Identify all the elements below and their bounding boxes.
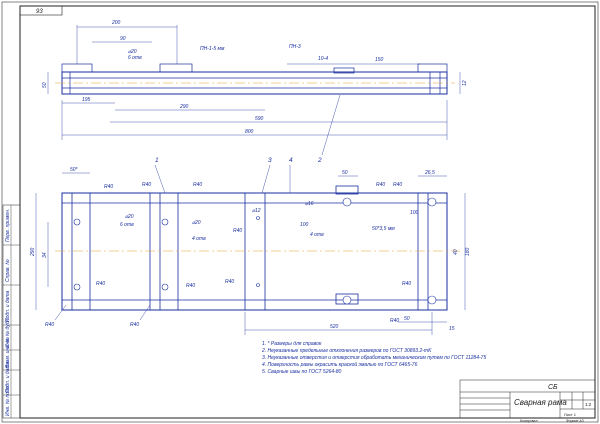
weld-note-a: ПН-1-5 мм	[200, 46, 225, 52]
lug-right	[417, 63, 448, 73]
side-strip: Перв. примен. Справ. № Подп. и дата Инв.…	[2, 204, 21, 419]
position-2: 2	[317, 157, 322, 164]
note-line: 2. Неуказанные предельные отклонения раз…	[261, 348, 432, 354]
side-strip-label: Инв. № дубл.	[5, 317, 11, 348]
dim-100b: 100	[410, 210, 419, 216]
side-strip-label: Справ. №	[5, 259, 11, 282]
position-4: 4	[289, 157, 293, 164]
dim-12: 12	[462, 80, 468, 86]
plan-view-dimensions	[35, 94, 466, 335]
sheet-label: Лист 1	[564, 412, 577, 417]
radius-mid: R40	[233, 228, 242, 234]
radius-top: R40	[376, 182, 385, 188]
dim-520: 520	[330, 324, 339, 330]
bracket-top	[335, 185, 359, 195]
plan-view	[61, 185, 448, 311]
corner-stamp: 93	[36, 9, 43, 15]
hole-count-4b: 4 отв	[310, 232, 324, 238]
dim-50c: 50	[404, 316, 410, 322]
doc-title: Сварная рама	[514, 398, 567, 407]
radius-top: R40	[104, 184, 113, 190]
side-strip-label: Подп. и дата	[5, 290, 11, 322]
hole-count-4a: 4 отв	[192, 236, 206, 242]
dim-200: 200	[111, 20, 121, 26]
bracket-small	[333, 67, 355, 74]
hole-dia-a: ⌀20	[125, 214, 134, 220]
cross-member-1	[61, 192, 91, 311]
copied-label: Копировал	[520, 419, 538, 423]
top-view-dimensions	[47, 25, 461, 140]
side-strip-label: Инв. № подл.	[5, 385, 11, 416]
hole	[161, 283, 169, 291]
weld-note-b: ПН-3	[289, 44, 301, 50]
dim-34: 34	[42, 252, 48, 258]
corner-stamp-box	[19, 5, 63, 16]
radius-top: R40	[393, 182, 402, 188]
radius-bottom: R40	[186, 283, 195, 289]
note-line: 4. Поверхность рамы окрасить краской эма…	[262, 361, 418, 368]
dim-100a: 100	[300, 222, 309, 228]
hole-dia-12: ⌀12	[252, 208, 261, 214]
hole	[342, 197, 352, 207]
dim-15: 15	[449, 326, 455, 332]
hole	[73, 283, 81, 291]
lug-mid	[159, 63, 193, 73]
hole	[427, 197, 437, 207]
dim-hole: ⌀20	[128, 49, 137, 55]
dim-90: 90	[120, 36, 126, 42]
hole-dia-b: ⌀20	[192, 220, 201, 226]
hole	[256, 216, 260, 220]
dim-800: 800	[245, 129, 254, 135]
dim-290: 290	[179, 104, 189, 110]
note-line: 5. Сварные швы по ГОСТ 5264-80	[262, 369, 341, 375]
hole-count-6: 6 отв	[120, 222, 134, 228]
position-1: 1	[155, 157, 159, 164]
dim-195: 195	[82, 97, 91, 103]
radius-top: R40	[142, 182, 151, 188]
technical-notes: 1. * Размеры для справок 2. Неуказанные …	[261, 341, 486, 375]
dim-150: 150	[375, 57, 384, 63]
cross-member-3	[244, 192, 266, 311]
dim-50: 50	[42, 82, 48, 88]
dim-hole-count: 6 отв	[128, 55, 142, 61]
scale-value: 1:2	[585, 402, 592, 407]
note-line: 1. * Размеры для справок	[262, 341, 322, 347]
radius-bottom: R40	[225, 279, 234, 285]
hole	[73, 218, 81, 226]
side-strip-label: Перв. примен.	[5, 209, 11, 242]
position-3: 3	[268, 157, 272, 164]
hole	[427, 295, 437, 305]
top-view-dim-text: 200 90 ⌀20 6 отв ПН-1-5 мм ПН-3 10-4 150…	[42, 20, 468, 135]
hole	[342, 295, 352, 305]
dim-590: 590	[255, 116, 264, 122]
radius-bottom: R40	[96, 281, 105, 287]
doc-code: СБ	[548, 384, 558, 391]
note-line: 3. Неуказанные отверстия и отверстия обр…	[262, 355, 486, 361]
hole-dia-16: ⌀16	[305, 201, 314, 207]
radius-corner: R40	[130, 322, 139, 328]
dim-180: 180	[465, 247, 471, 256]
radius-top: R40	[193, 182, 202, 188]
format-label: Формат А3	[566, 419, 584, 423]
weld-note: 50*3,5 мм	[372, 226, 395, 232]
title-block	[459, 379, 596, 419]
radius-corner: R40	[390, 318, 399, 324]
weld-note-c: 10-4	[318, 56, 328, 62]
dim-50a: 50*	[70, 167, 79, 173]
mounting-holes	[73, 197, 437, 305]
hole	[256, 283, 260, 287]
radius-corner: R40	[45, 322, 54, 328]
cross-member-4	[417, 192, 448, 311]
dim-290: 290	[30, 247, 36, 257]
hole	[161, 218, 169, 226]
cross-member-2	[149, 192, 179, 311]
radius-bottom: R40	[402, 281, 411, 287]
dim-50b: 50	[342, 170, 348, 176]
dim-40: 40	[453, 249, 459, 255]
plan-view-dim-text: 1 2 3 4 50* 50 26,5 290 34 180 40 520 10…	[30, 157, 471, 332]
side-strip-label: Подп. и дата	[5, 361, 11, 393]
dim-26-5: 26,5	[424, 170, 435, 176]
side-strip-label: Взам. инв. №	[5, 336, 11, 368]
